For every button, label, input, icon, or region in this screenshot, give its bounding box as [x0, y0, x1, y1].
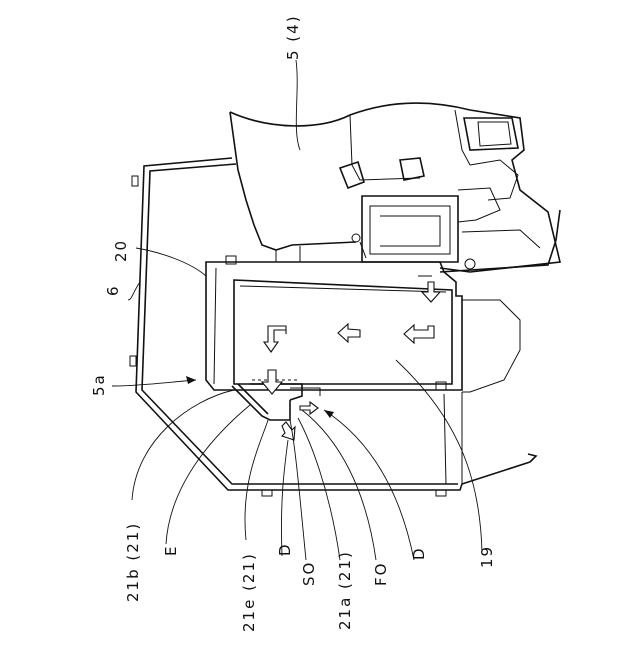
- reference-labels: 5 (4) 20 6 5a 21b (21) E 21e (21) D SO 2…: [90, 14, 496, 632]
- engine-body: [230, 103, 560, 272]
- label-flap-21a: 21a (21): [336, 550, 354, 630]
- label-FO: FO: [372, 562, 390, 586]
- curved-flow-arrow-icon: [404, 325, 434, 343]
- label-engine: 5 (4): [284, 14, 302, 60]
- down-flow-arrow-icon: [422, 282, 440, 302]
- label-cover: 6: [104, 284, 122, 296]
- label-D-right: D: [410, 546, 428, 560]
- label-SO: SO: [300, 561, 318, 586]
- label-part-19: 19: [478, 545, 496, 568]
- label-D-left: D: [276, 542, 294, 556]
- curved-flow-arrow-icon: [264, 326, 286, 352]
- label-flap-21e: 21e (21): [240, 552, 258, 632]
- inner-duct: [206, 256, 462, 390]
- label-E: E: [162, 545, 180, 556]
- left-flow-arrow-icon: [338, 324, 360, 342]
- leader-lines: [112, 60, 482, 560]
- label-flap-21b: 21b (21): [124, 522, 142, 602]
- right-flow-arrow-icon: [300, 402, 318, 414]
- label-opening: 5a: [90, 373, 108, 396]
- outer-cover: [130, 158, 536, 496]
- flow-arrows: [262, 282, 440, 440]
- label-duct: 20: [112, 239, 130, 262]
